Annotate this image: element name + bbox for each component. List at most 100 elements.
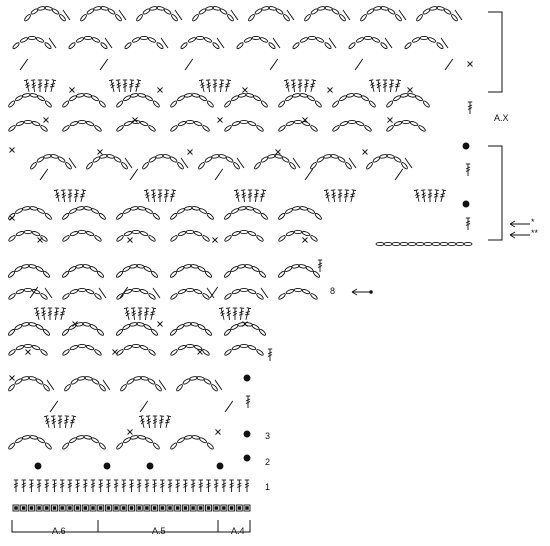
chain-stitch-oval [129, 93, 139, 98]
double-crochet-bar [376, 84, 381, 89]
double-crochet-stitch [375, 79, 381, 93]
chain-stitch-oval [176, 384, 183, 392]
chain-stitch-oval [368, 100, 376, 108]
double-crochet-bar [163, 195, 169, 198]
chain-square [235, 504, 243, 512]
chain-stitch-oval [447, 241, 457, 247]
double-crochet-stitch [115, 79, 121, 93]
chain-stitch-oval [231, 231, 241, 237]
double-crochet-stitch [23, 79, 30, 92]
chain-stitch-oval [116, 212, 124, 220]
chain-stitch-oval [44, 100, 52, 108]
chain-square-core [237, 506, 242, 510]
chain-square-core [129, 506, 134, 510]
double-crochet-bar [225, 83, 231, 85]
double-crochet-bar [35, 312, 40, 317]
double-crochet-bar [69, 421, 75, 424]
cluster-triangle [46, 379, 55, 391]
chain-square-core [152, 506, 157, 510]
double-crochet-bar [64, 418, 69, 422]
chain-stitch-oval [65, 162, 72, 170]
chain-stitch-oval [116, 125, 124, 132]
bracket-bottom-sections [11, 520, 251, 533]
double-crochet-bar [434, 192, 439, 196]
chain-stitch-oval [195, 35, 205, 41]
chain-stitch-oval [256, 349, 264, 356]
chain-stitch-oval [96, 270, 105, 278]
double-crochet-stitch [253, 189, 260, 203]
double-crochet-bar [310, 83, 316, 85]
chain-stitch-oval [129, 264, 138, 269]
double-crochet-bar [146, 420, 151, 425]
chain-stitch-oval [91, 95, 99, 102]
double-crochet-bar [45, 420, 50, 425]
double-crochet-stitch [49, 79, 57, 92]
double-crochet-stitch [163, 189, 170, 203]
cluster-triangle [98, 287, 107, 299]
single-crochet-x [157, 87, 163, 93]
chain-stitch-oval [291, 264, 300, 269]
double-crochet-stitch [63, 415, 70, 429]
double-crochet-stitch [330, 189, 336, 203]
chain-stitch-oval [42, 328, 51, 336]
chain-stitch-oval [345, 162, 352, 170]
chain-stitch-oval [21, 322, 30, 327]
double-crochet-bar [304, 82, 309, 86]
double-crochet-stitch [121, 479, 127, 492]
single-crochet-x [127, 237, 133, 243]
cluster-triangle [152, 287, 161, 299]
chain-stitch-oval [292, 42, 300, 50]
chain-square [174, 504, 182, 512]
double-crochet-top [150, 189, 156, 191]
double-crochet-bar [421, 192, 426, 196]
double-crochet-stitch [190, 479, 196, 492]
chain-stitch-oval [40, 293, 48, 300]
double-crochet-bar [36, 485, 42, 488]
chain-stitch-oval [183, 206, 193, 211]
double-crochet-bar [31, 82, 36, 86]
chain-stitch-oval [149, 6, 158, 11]
double-crochet-top [198, 79, 204, 82]
chain-stitch-oval [278, 293, 286, 300]
chain-stitch-oval [62, 212, 70, 220]
double-crochet-bar [421, 194, 426, 199]
chain-square [104, 504, 112, 512]
double-crochet-stitch [145, 415, 151, 429]
chain-stitch-oval [24, 14, 31, 22]
chain-stitch-oval [62, 442, 70, 450]
double-crochet-bar [90, 482, 96, 486]
double-crochet-bar [254, 192, 259, 196]
chain-stitch-oval [253, 95, 261, 102]
chain-stitch-oval [237, 206, 247, 211]
cluster-triangle [444, 58, 454, 71]
double-crochet-top [33, 307, 39, 310]
chain-stitch-oval [363, 35, 373, 41]
single-crochet-x [37, 237, 43, 243]
double-crochet-bar [110, 82, 115, 86]
chain-stitch-oval [332, 125, 340, 132]
chain-stitch-oval [267, 154, 276, 159]
double-crochet-bar [229, 482, 234, 486]
double-crochet-bar [285, 82, 290, 86]
double-crochet-bar [98, 485, 103, 488]
chain-square [135, 504, 143, 512]
chain-stitch-oval [443, 8, 452, 15]
double-crochet-bar [388, 85, 394, 88]
double-crochet-bar [29, 485, 34, 488]
chain-stitch-oval [116, 442, 124, 450]
single-crochet-x [43, 117, 49, 123]
double-crochet-bar [106, 485, 111, 488]
chain-stitch-oval [152, 442, 160, 450]
chain-stitch-oval [436, 42, 444, 50]
chain-stitch-oval [198, 208, 208, 214]
double-crochet-stitch [79, 189, 87, 202]
chain-stitch-oval [332, 100, 340, 108]
double-crochet-bar [433, 195, 439, 198]
double-crochet-bar [67, 192, 73, 196]
chain-stitch-oval [206, 212, 214, 220]
chain-stitch-oval [224, 293, 232, 300]
double-crochet-top [115, 79, 121, 81]
chain-stitch-oval [169, 270, 178, 278]
double-crochet-bar [67, 482, 73, 486]
